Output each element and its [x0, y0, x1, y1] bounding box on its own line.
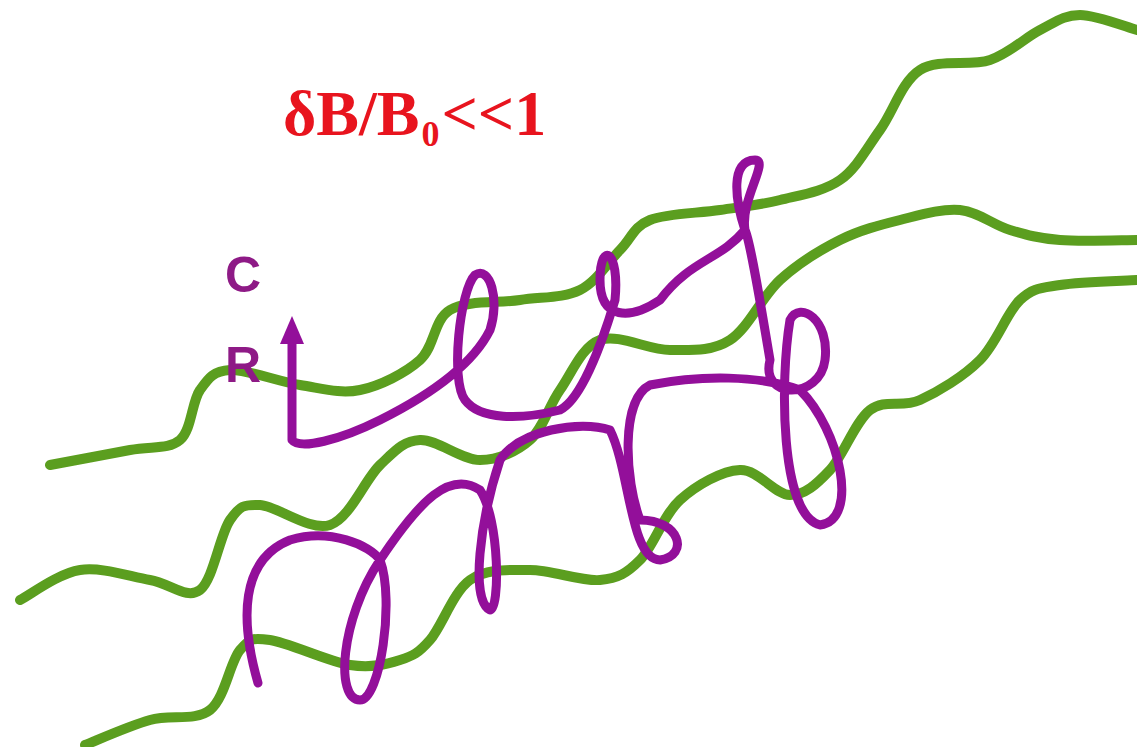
particle-label: R [225, 340, 261, 390]
field-line [85, 280, 1137, 745]
cosmic-ray-trajectory [247, 160, 842, 700]
field-line [20, 210, 1137, 600]
arrow-head [280, 316, 304, 344]
field-lines [20, 15, 1137, 745]
field-line [50, 15, 1137, 465]
field-ratio-label: <<1 [441, 82, 546, 146]
particle-label: C [225, 250, 261, 300]
subscript-label: 0 [421, 116, 439, 152]
field-ratio-label: δB/B [283, 82, 419, 146]
